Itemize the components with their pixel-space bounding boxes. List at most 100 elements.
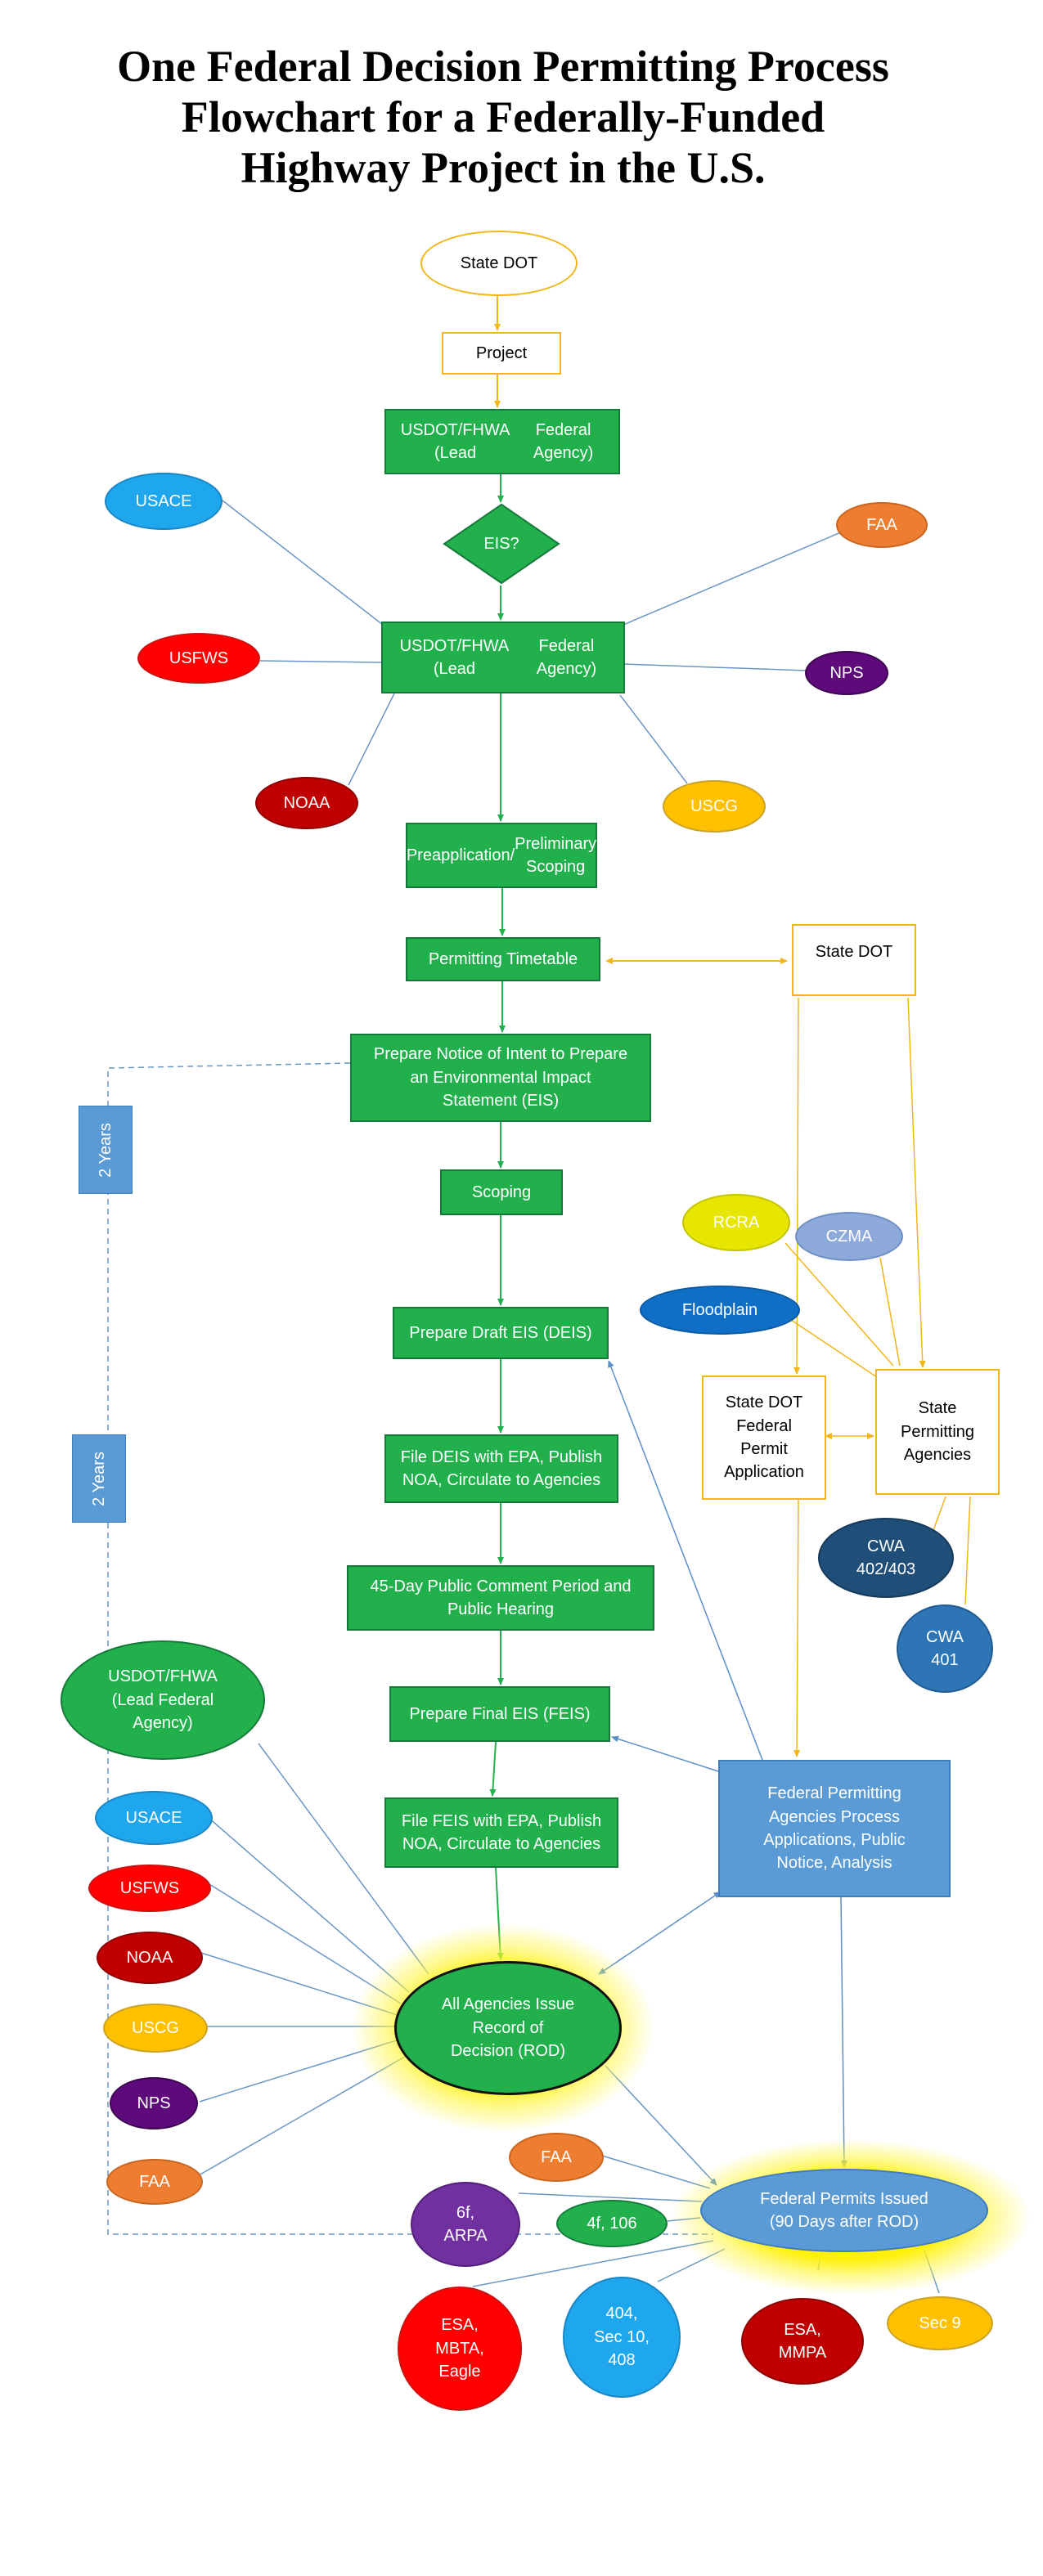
two-years-text-2: 2 Years (89, 1451, 108, 1506)
sec-4f-label: 4f, 106 (587, 2214, 637, 2233)
state-permitting-agencies-line-1: State (918, 1399, 957, 1418)
usfws-bottom-oval: USFWS (88, 1865, 211, 1912)
state-dot-right-node: State DOT (792, 924, 916, 996)
federal-permitting-line-1: Federal Permitting (767, 1784, 901, 1803)
lead-agency-1-line-2: Federal Agency) (533, 420, 594, 462)
comment-period-line-1: 45-Day Public Comment Period and (370, 1577, 632, 1595)
esa-mbta-line-3: Eagle (438, 2363, 481, 2381)
title-line-3: Highway Project in the U.S. (241, 143, 766, 192)
state-permitting-agencies-line-3: Agencies (903, 1446, 972, 1465)
federal-permits-issued-line-1: Federal Permits Issued (760, 2189, 928, 2208)
two-years-label-1: 2 Years (79, 1106, 133, 1194)
rcra-label: RCRA (713, 1213, 760, 1232)
sec-404-line-2: Sec 10, (594, 2327, 650, 2346)
title-line-1: One Federal Decision Permitting Process (117, 42, 889, 91)
eis-decision-diamond: EIS? (443, 503, 560, 585)
state-dot-right-label: State DOT (815, 943, 893, 961)
faa-top-label: FAA (866, 515, 897, 534)
uscg-top-label: USCG (690, 797, 738, 815)
lead-agency-node-2: USDOT/FHWA (Lead Federal Agency) (381, 622, 625, 693)
noaa-bottom-label: NOAA (126, 1948, 173, 1967)
lead-agency-2-line-2: Federal Agency) (536, 636, 597, 678)
lead-agency-3-line-1: USDOT/FHWA (108, 1667, 218, 1686)
lead-agency-node-1: USDOT/FHWA (Lead Federal Agency) (384, 409, 620, 474)
rod-line-1: All Agencies Issue (441, 1995, 575, 2014)
permitting-timetable-label: Permitting Timetable (428, 949, 578, 968)
sec-6f-oval: 6f, ARPA (411, 2182, 520, 2267)
project-label: Project (475, 343, 528, 362)
state-dot-top-node: State DOT (420, 231, 578, 296)
notice-of-intent-line-2: an Environmental Impact (410, 1068, 591, 1087)
cwa-401-oval: CWA 401 (897, 1604, 993, 1693)
state-permitting-agencies-line-2: Permitting (900, 1422, 975, 1441)
sec-6f-line-1: 6f, (456, 2203, 475, 2222)
preapplication-line-1: Preapplication/ (406, 846, 515, 864)
usfws-top-label: USFWS (169, 648, 229, 667)
faa-permit-oval: FAA (509, 2133, 604, 2182)
faa-permit-label: FAA (541, 2147, 572, 2166)
file-feis-line-1: File FEIS with EPA, Publish (401, 1811, 602, 1830)
cwa-402-403-oval: CWA 402/403 (818, 1518, 954, 1598)
state-dot-federal-permit-node: State DOT Federal Permit Application (702, 1376, 826, 1500)
uscg-top-oval: USCG (663, 780, 766, 832)
rcra-oval: RCRA (682, 1194, 790, 1251)
nps-top-oval: NPS (805, 651, 888, 695)
usace-bottom-label: USACE (125, 1808, 182, 1827)
file-feis-node: File FEIS with EPA, Publish NOA, Circula… (384, 1797, 618, 1868)
state-permitting-agencies-node: State Permitting Agencies (875, 1369, 1000, 1495)
file-deis-node: File DEIS with EPA, Publish NOA, Circula… (384, 1434, 618, 1503)
federal-permits-issued-node: Federal Permits Issued (90 Days after RO… (700, 2169, 988, 2252)
permitting-timetable-node: Permitting Timetable (406, 937, 600, 981)
esa-mbta-line-1: ESA, (441, 2316, 479, 2335)
noaa-top-oval: NOAA (255, 777, 358, 829)
usfws-bottom-label: USFWS (119, 1878, 180, 1897)
sec-404-line-3: 408 (608, 2351, 636, 2370)
comment-period-line-2: Public Hearing (447, 1600, 555, 1618)
lead-agency-3-line-2: (Lead Federal (111, 1690, 214, 1709)
faa-top-oval: FAA (836, 502, 928, 548)
notice-of-intent-node: Prepare Notice of Intent to Prepare an E… (350, 1034, 651, 1122)
noaa-bottom-oval: NOAA (97, 1932, 203, 1984)
lead-agency-2-line-1: USDOT/FHWA (Lead (399, 636, 510, 678)
czma-oval: CZMA (795, 1212, 903, 1261)
noaa-top-label: NOAA (283, 793, 330, 812)
flowchart-title: One Federal Decision Permitting Process … (0, 41, 1006, 193)
rod-node: All Agencies Issue Record of Decision (R… (394, 1961, 622, 2095)
nps-bottom-oval: NPS (110, 2077, 198, 2129)
cwa-401-line-2: 401 (931, 1651, 959, 1669)
nps-bottom-label: NPS (137, 2094, 171, 2112)
faa-bottom-label: FAA (139, 2172, 170, 2191)
two-years-label-2: 2 Years (72, 1434, 126, 1523)
lead-agency-3-line-3: Agency) (133, 1714, 193, 1733)
file-deis-line-1: File DEIS with EPA, Publish (400, 1447, 603, 1466)
federal-permitting-process-node: Federal Permitting Agencies Process Appl… (718, 1760, 951, 1897)
rod-line-3: Decision (ROD) (450, 2042, 565, 2061)
state-dot-federal-permit-line-1: State DOT (725, 1393, 803, 1412)
sec-4f-oval: 4f, 106 (556, 2200, 668, 2247)
eis-question-label: EIS? (483, 534, 519, 553)
sec-6f-line-2: ARPA (443, 2227, 488, 2245)
floodplain-oval: Floodplain (640, 1286, 800, 1335)
faa-bottom-oval: FAA (106, 2159, 203, 2205)
nps-top-label: NPS (829, 663, 864, 682)
sec-404-oval: 404, Sec 10, 408 (563, 2277, 681, 2398)
title-line-2: Flowchart for a Federally-Funded (181, 92, 825, 141)
two-years-text-1: 2 Years (96, 1122, 115, 1178)
cwa-402-403-line-2: 402/403 (856, 1560, 916, 1578)
usfws-top-oval: USFWS (137, 633, 260, 684)
sec-9-oval: Sec 9 (887, 2296, 993, 2350)
state-dot-top-label: State DOT (460, 254, 538, 272)
state-dot-federal-permit-line-3: Permit (740, 1440, 788, 1458)
notice-of-intent-line-3: Statement (EIS) (442, 1092, 560, 1111)
esa-mbta-line-2: MBTA, (435, 2339, 484, 2358)
preapplication-line-2: Preliminary Scoping (515, 834, 597, 876)
esa-mmpa-line-2: MMPA (778, 2344, 827, 2362)
diamond-shape (443, 503, 560, 585)
scoping-label: Scoping (471, 1183, 532, 1201)
usace-bottom-oval: USACE (95, 1791, 213, 1845)
rod-line-2: Record of (472, 2018, 544, 2037)
floodplain-label: Floodplain (681, 1300, 758, 1319)
scoping-node: Scoping (440, 1169, 563, 1215)
lead-agency-1-line-1: USDOT/FHWA (Lead (400, 420, 510, 462)
